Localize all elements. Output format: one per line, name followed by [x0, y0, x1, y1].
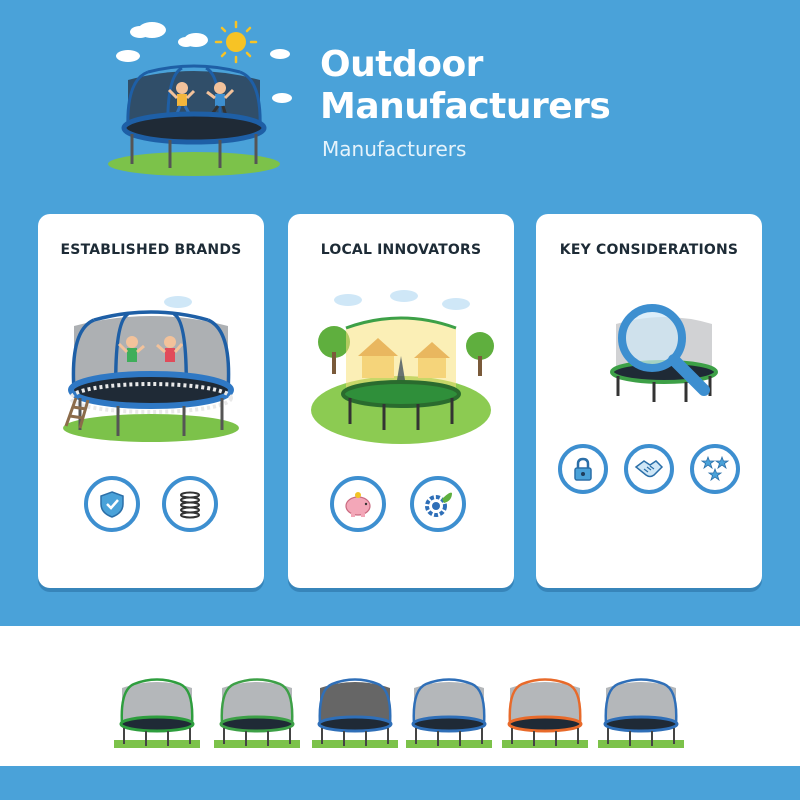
stars-icon [700, 455, 730, 482]
spring-icon [180, 491, 200, 519]
gallery-thumb-trampoline[interactable] [598, 676, 684, 748]
trampoline-with-kids-illustration [63, 296, 239, 442]
magnifier-trampoline-illustration [610, 304, 718, 402]
sun-icon [214, 20, 258, 64]
gallery-thumb-trampoline[interactable] [406, 676, 492, 748]
stars-icon-button[interactable] [690, 444, 740, 494]
page-subtitle: Manufacturers [322, 137, 467, 161]
shield-icon-button[interactable] [84, 476, 140, 532]
gallery-thumb-trampoline[interactable] [114, 676, 200, 748]
footer-bar [0, 766, 800, 800]
page-title: Outdoor Manufacturers [320, 44, 611, 127]
handshake-icon-button[interactable] [624, 444, 674, 494]
eco-gear-icon [425, 492, 452, 517]
kids-jumping [167, 82, 235, 117]
lock-icon [574, 457, 592, 481]
trampoline-gallery-strip [0, 626, 800, 766]
lock-icon-button[interactable] [558, 444, 608, 494]
piggy-bank-icon [345, 492, 371, 517]
gallery-thumb-trampoline[interactable] [214, 676, 300, 748]
card-title: LOCAL INNOVATORS [320, 242, 482, 258]
card-local-innovators[interactable]: LOCAL INNOVATORS [288, 214, 514, 588]
piggy-bank-icon-button[interactable] [330, 476, 386, 532]
card-key-considerations[interactable]: KEY CONSIDERATIONS [536, 214, 762, 588]
card-established-brands[interactable]: ESTABLISHED BRANDS [38, 214, 264, 588]
shield-icon [100, 491, 124, 518]
handshake-icon [634, 460, 664, 478]
backyard-trampoline-illustration [311, 290, 494, 444]
cloud-icon [116, 22, 292, 103]
spring-icon-button[interactable] [162, 476, 218, 532]
card-title: ESTABLISHED BRANDS [60, 242, 242, 258]
gallery-thumb-trampoline[interactable] [312, 676, 398, 748]
eco-gear-icon-button[interactable] [410, 476, 466, 532]
card-title: KEY CONSIDERATIONS [559, 242, 739, 258]
magnifier-icon [618, 304, 710, 396]
hero-trampoline-illustration [108, 20, 292, 176]
gallery-thumb-trampoline[interactable] [502, 676, 588, 748]
